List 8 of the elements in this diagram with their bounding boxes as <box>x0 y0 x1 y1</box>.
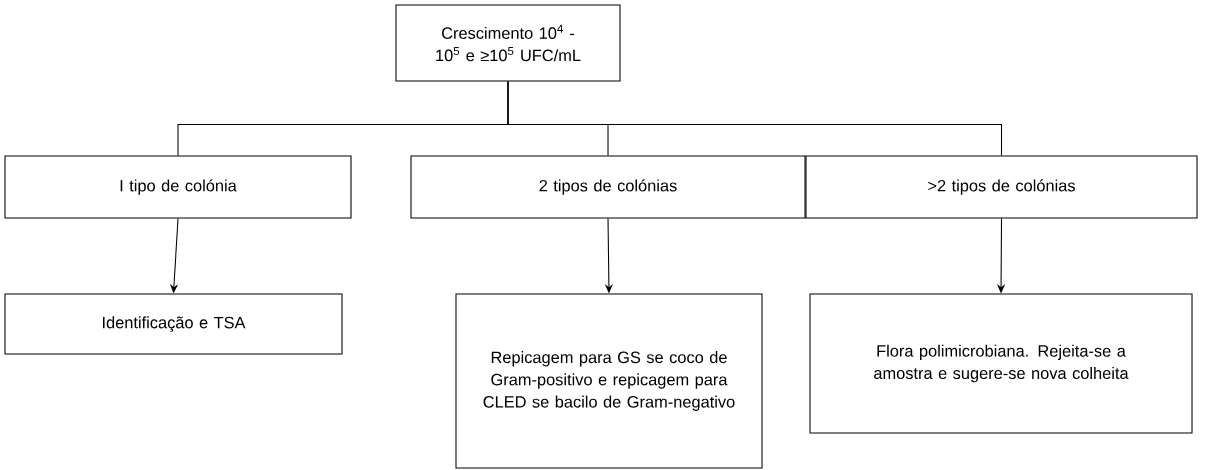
process-box: 2 tipos de colónias <box>410 155 806 219</box>
process-box: Identificação e TSA <box>4 293 343 355</box>
process-box: I tipo de colónia <box>4 155 352 219</box>
process-box: Crescimento 10$^{4}$ -10$^{5}$ e ≥10$^{5}$ UFC/mL <box>395 4 621 82</box>
connector-line <box>507 81 1003 156</box>
process-box: Flora polimicrobiana. Rejeita-se a amostra e sugere-se nova colheita <box>809 293 1193 434</box>
process-box: Repicagem para GS se coco de Gram-positivo e repicagem para CLED se bacilo de Gram-negativo <box>455 293 763 469</box>
process-box: >2 tipos de colónias <box>805 155 1198 219</box>
